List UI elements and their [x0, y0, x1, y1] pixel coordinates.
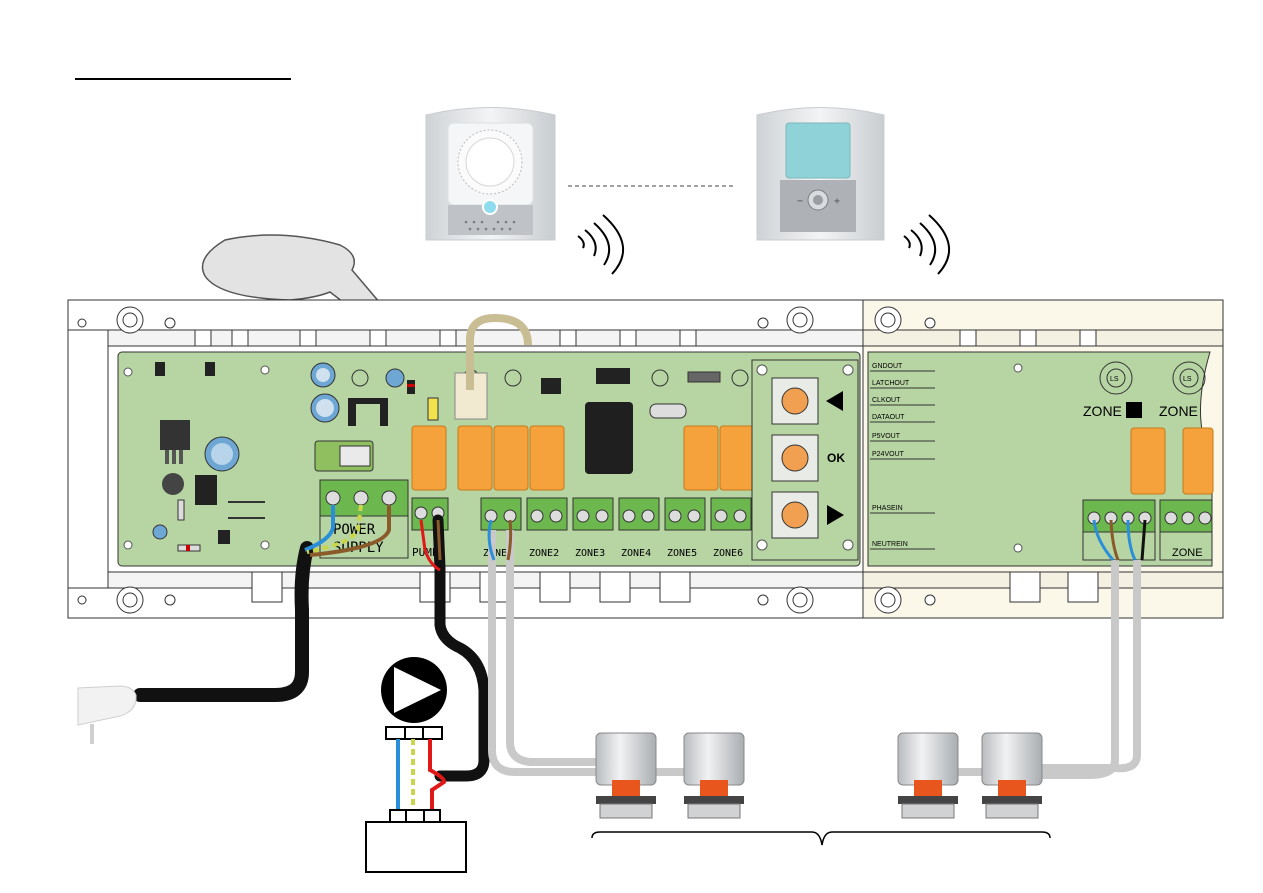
pin-label: GNDOUT [872, 363, 903, 370]
ls-badge: LS [1099, 361, 1133, 395]
mounting-screw [116, 306, 814, 614]
ls-badge-label: LS [1110, 376, 1119, 383]
right-arrow-icon [827, 505, 844, 525]
extension-zone-wires [1092, 519, 1147, 561]
extension-zone-label: ZONE [1159, 403, 1198, 419]
actuator-cables [488, 530, 1141, 779]
svg-text:+: + [834, 196, 840, 207]
zone-label: ZONE2 [529, 548, 559, 559]
wireless-signal-icon [577, 214, 625, 275]
extension-terminals: ZONE [1082, 499, 1213, 561]
actuator-icon [683, 732, 745, 819]
wireless-signal-icon [903, 214, 951, 275]
up-button[interactable] [771, 377, 843, 425]
ls-badge: LS [1172, 361, 1206, 395]
down-button[interactable] [771, 491, 844, 539]
zone1-wires [487, 519, 513, 561]
actuator-icon [595, 732, 657, 819]
zone-label: ZONE4 [621, 548, 651, 559]
zone-marker [1126, 402, 1142, 418]
actuator-group-bracket [591, 831, 1051, 846]
actuator-icon [897, 732, 959, 819]
zone-labels: ZONE1 ZONE2 ZONE3 ZONE4 ZONE5 ZONE6 [483, 548, 743, 559]
thermostat-dial-icon [425, 107, 556, 241]
ribbon-cable [466, 313, 532, 390]
plug-icon [77, 685, 137, 744]
pcb-components [152, 362, 749, 552]
zone-terminals [480, 497, 752, 531]
svg-text:−: − [797, 196, 803, 207]
relay-bank [411, 425, 755, 491]
pin-label: P24VOUT [872, 451, 905, 458]
zone-label: ZONE5 [667, 548, 697, 559]
pump-icon [381, 657, 447, 740]
ls-badge-label: LS [1183, 376, 1192, 383]
zone-label: ZONE6 [713, 548, 743, 559]
pin-label: PHASEIN [872, 505, 903, 512]
extension-zone-label: ZONE [1083, 403, 1122, 419]
pin-label: NEUTREIN [872, 541, 908, 548]
power-cable [133, 504, 391, 702]
extension-pin-labels: GNDOUT LATCHOUT CLKOUT DATAOUT P5VOUT P2… [872, 363, 910, 548]
pin-label: DATAOUT [872, 414, 905, 421]
zone-label: ZONE1 [483, 548, 513, 559]
zone-label: ZONE3 [575, 548, 605, 559]
ok-button[interactable] [771, 434, 819, 482]
pin-label: P5VOUT [872, 433, 901, 440]
power-box [365, 809, 467, 873]
pump-wires [396, 739, 447, 820]
actuator-icon [981, 732, 1043, 819]
left-arrow-icon [826, 391, 843, 411]
pump-cable [419, 514, 490, 782]
ok-label: OK [827, 451, 845, 465]
pin-label: CLKOUT [872, 397, 901, 404]
thermostat-digital-icon: − + [756, 107, 885, 241]
power-label: POWER [333, 522, 376, 538]
extension-zone-label: ZONE [1172, 547, 1203, 559]
pin-label: LATCHOUT [872, 380, 910, 387]
